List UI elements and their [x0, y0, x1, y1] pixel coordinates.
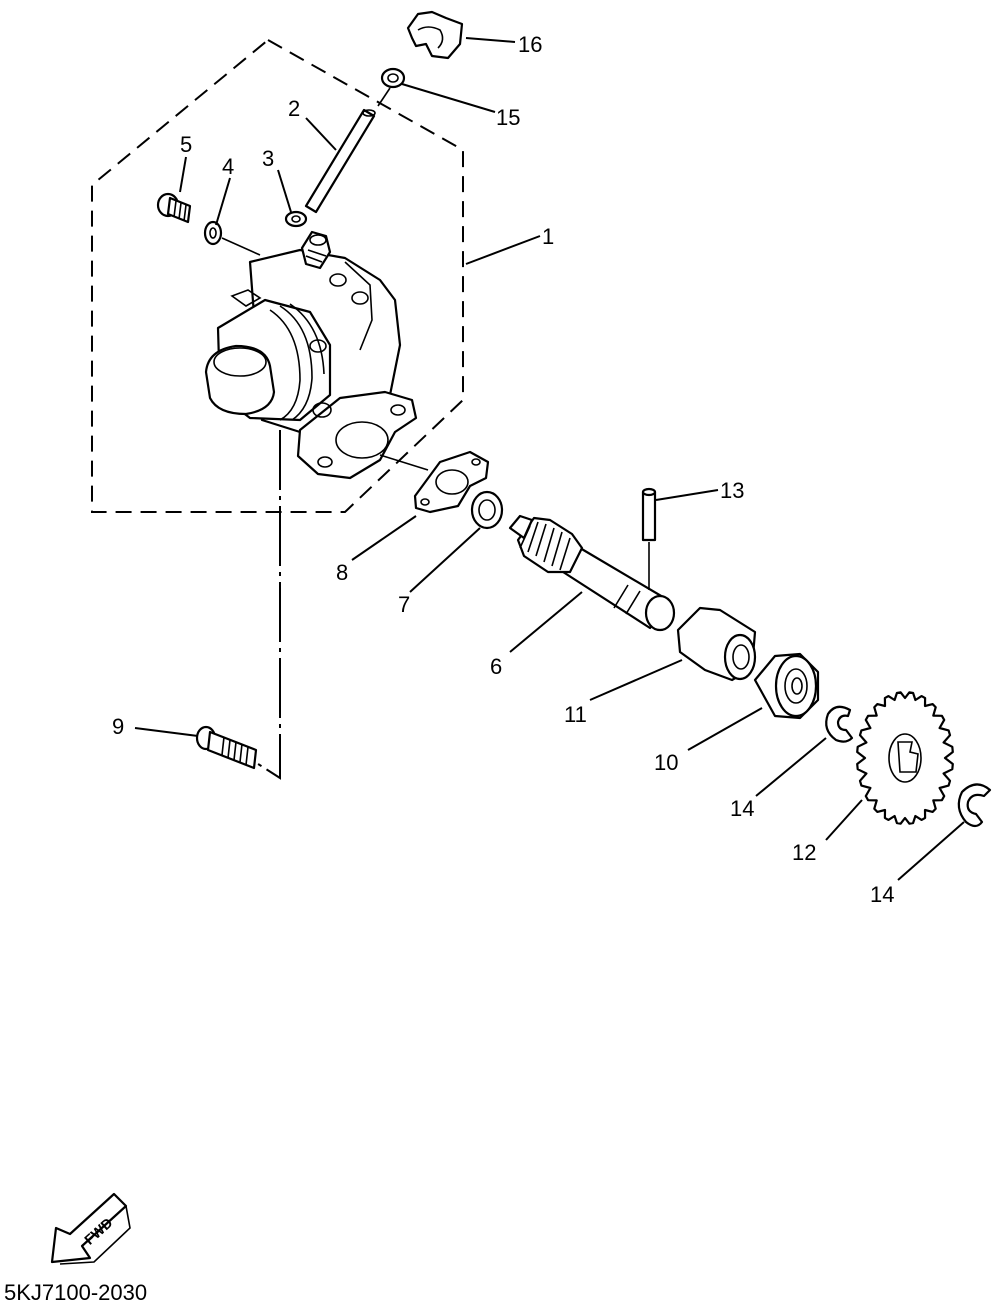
callout-16: 16 — [518, 32, 542, 57]
callout-9: 9 — [112, 714, 124, 739]
callout-8: 8 — [336, 560, 348, 585]
part-3-washer — [284, 210, 308, 228]
callout-13: 13 — [720, 478, 744, 503]
callout-4: 4 — [222, 154, 234, 179]
callout-14-lower: 14 — [870, 882, 894, 907]
part-11-collar — [676, 606, 757, 682]
part-1-pump-housing — [204, 230, 418, 480]
callout-10: 10 — [654, 750, 678, 775]
washer-guide-line — [221, 237, 261, 256]
leader-lines — [134, 37, 965, 881]
part-10-bearing — [753, 652, 820, 720]
part-12-gear — [856, 691, 954, 825]
callout-5: 5 — [180, 132, 192, 157]
bolt-alignment-line — [254, 430, 281, 780]
callout-7: 7 — [398, 592, 410, 617]
part-16-clip — [406, 10, 464, 60]
callout-3: 3 — [262, 146, 274, 171]
callout-14-upper: 14 — [730, 796, 754, 821]
part-6-impeller-shaft — [508, 514, 676, 632]
fwd-arrow-icon: FWD — [50, 1192, 131, 1265]
part-14-circlip-lower — [957, 783, 992, 828]
part-14-circlip-upper — [825, 705, 854, 743]
diagram-code: 5KJ7100-2030 — [4, 1280, 147, 1305]
callout-12: 12 — [792, 840, 816, 865]
callout-11: 11 — [564, 702, 587, 727]
part-2-pipe — [304, 108, 376, 214]
part-5-screw — [156, 192, 192, 224]
part-13-pin — [641, 487, 657, 542]
callout-15: 15 — [496, 105, 520, 130]
part-8-gasket — [413, 450, 490, 514]
part-15-nut — [380, 67, 406, 89]
callout-2: 2 — [288, 96, 300, 121]
part-9-bolt — [195, 725, 258, 770]
callout-1: 1 — [542, 224, 554, 249]
gasket-guide-line — [379, 454, 429, 471]
pipe-guide-line — [377, 87, 391, 107]
part-7-oil-seal — [470, 490, 504, 530]
part-4-washer — [203, 220, 223, 246]
callout-6: 6 — [490, 654, 502, 679]
assembly-boundary — [91, 38, 464, 513]
